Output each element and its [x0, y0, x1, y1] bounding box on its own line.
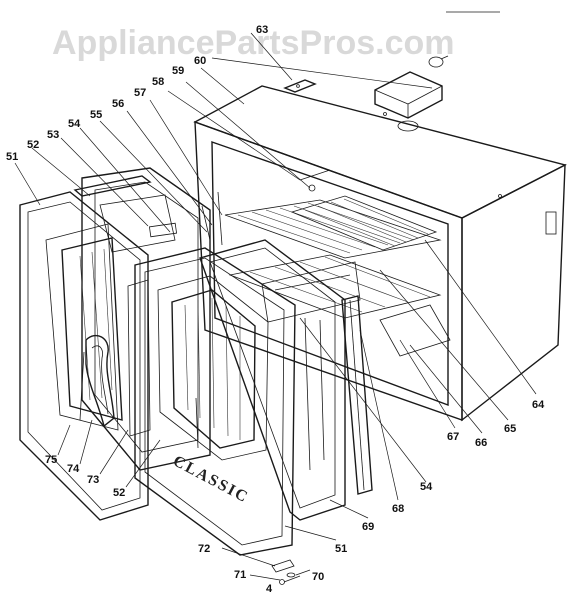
inner-door-frames	[73, 167, 211, 471]
part-label-66: 66	[475, 437, 487, 449]
part-label-74: 74	[67, 463, 80, 475]
part-label-69: 69	[362, 521, 374, 533]
leader-lines	[14, 32, 537, 581]
outer-door-left	[19, 191, 151, 521]
door-handle	[79, 334, 115, 428]
part-label-63: 63	[256, 24, 268, 36]
part-label-54-top: 54	[68, 118, 81, 130]
part-label-60: 60	[194, 55, 206, 67]
part-label-55: 55	[90, 109, 102, 121]
part-label-70: 70	[312, 571, 324, 583]
part-label-67: 67	[447, 431, 459, 443]
part-label-75: 75	[45, 454, 57, 466]
door-gasket	[341, 295, 373, 495]
part-label-52-bottom: 52	[113, 487, 125, 499]
part-label-57: 57	[134, 87, 146, 99]
side-door-frame	[199, 239, 346, 521]
part-label-4: 4	[266, 583, 273, 595]
part-label-68: 68	[392, 503, 404, 515]
part-label-52-top: 52	[27, 139, 39, 151]
part-label-58: 58	[152, 76, 164, 88]
door-liner	[261, 261, 361, 323]
brand-text: CLASSIC	[170, 453, 252, 507]
hinge-hardware	[271, 559, 301, 585]
oven-cabinet	[193, 85, 567, 422]
part-label-64: 64	[532, 399, 545, 411]
part-label-54-bottom: 54	[420, 481, 433, 493]
part-label-51-top: 51	[6, 151, 18, 163]
part-label-71: 71	[234, 569, 246, 581]
watermark-text: AppliancePartsPros.com	[52, 24, 454, 62]
part-labels: 63 60 59 58 57 56 55 54 53 52 51 64 65 6…	[6, 24, 545, 595]
hinge-bracket	[283, 79, 317, 93]
vent-bracket	[374, 55, 449, 119]
part-label-53: 53	[47, 129, 59, 141]
part-label-72: 72	[198, 543, 210, 555]
part-label-59: 59	[172, 65, 184, 77]
part-label-51-bottom: 51	[335, 543, 347, 555]
part-label-65: 65	[504, 423, 516, 435]
part-label-73: 73	[87, 474, 99, 486]
oven-interior	[217, 169, 451, 357]
part-label-56: 56	[112, 98, 124, 110]
